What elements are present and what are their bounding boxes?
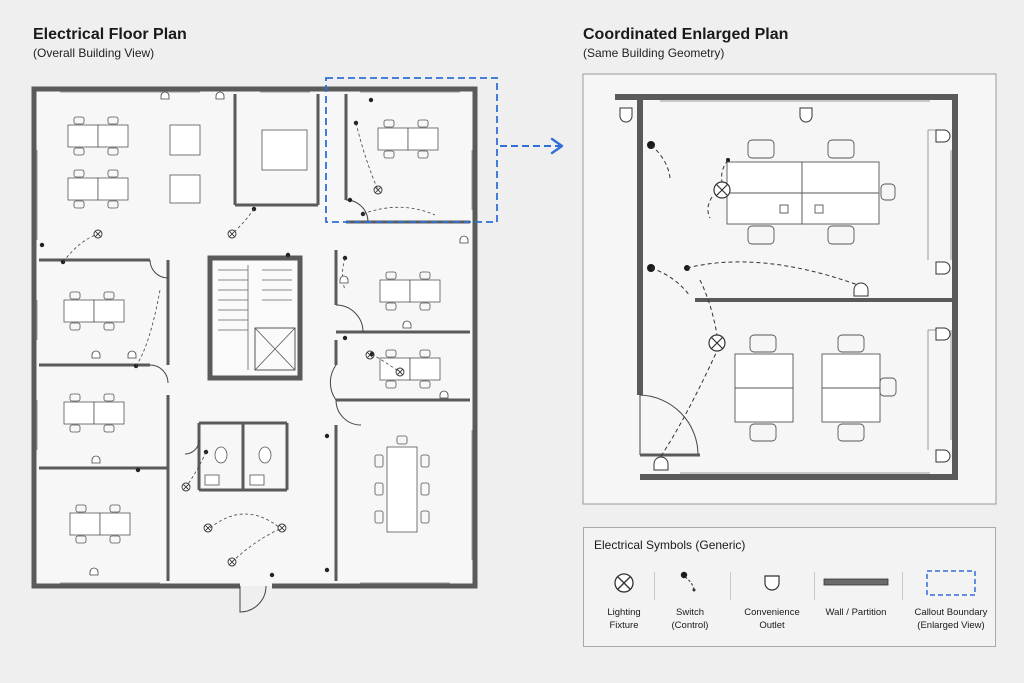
legend-separator — [814, 572, 815, 600]
right-plan-subtitle: (Same Building Geometry) — [583, 46, 725, 60]
wall-partition-icon — [823, 578, 889, 586]
enlarged-lighting-fixtures — [708, 181, 731, 352]
legend-label-convenience-outlet: Convenience Outlet — [744, 607, 800, 631]
callout-arrow-head — [550, 137, 564, 155]
legend-panel: Electrical Symbols (Generic) Lighting Fi… — [583, 527, 996, 647]
enlarged-outlets — [619, 107, 951, 471]
enlarged-windows — [660, 100, 952, 474]
legend-separator — [730, 572, 731, 600]
lighting-fixture-icon — [614, 573, 634, 593]
exterior-wall — [31, 86, 478, 589]
legend-item-convenience-outlet: Convenience Outlet — [732, 566, 812, 642]
enlarged-plan-frame — [582, 73, 997, 505]
stair-core — [207, 255, 303, 381]
legend-label-callout-boundary: Callout Boundary (Enlarged View) — [914, 607, 988, 631]
outlets — [89, 91, 469, 576]
legend-item-lighting-fixture: Lighting Fixture — [584, 566, 664, 642]
windows — [36, 91, 473, 584]
legend-separator — [902, 572, 903, 600]
legend-label-lighting-fixture: Lighting Fixture — [607, 607, 641, 631]
right-plan-title: Coordinated Enlarged Plan — [583, 26, 789, 43]
enlarged-chairs-top — [747, 139, 896, 245]
convenience-outlet-icon — [764, 575, 780, 591]
overall-floor-plan — [31, 77, 564, 613]
enlarged-door-swing — [639, 394, 699, 456]
enlarged-switch-legs — [650, 144, 859, 457]
door-swings — [149, 199, 369, 613]
furniture — [63, 116, 441, 544]
enlarged-desks-bottom — [734, 353, 881, 423]
left-plan-title: Electrical Floor Plan — [33, 26, 187, 43]
enlarged-desks-top — [726, 161, 880, 225]
callout-boundary-icon — [926, 570, 976, 596]
enlarged-walls — [615, 94, 958, 480]
legend-label-switch: Switch (Control) — [671, 607, 709, 631]
left-plan-subtitle: (Overall Building View) — [33, 46, 155, 60]
legend-item-switch: Switch (Control) — [650, 566, 730, 642]
callout-boundary — [325, 77, 498, 223]
enlarged-chairs-bottom — [749, 334, 897, 442]
legend-label-wall-partition: Wall / Partition — [825, 607, 887, 618]
enlarged-plan — [582, 73, 997, 505]
legend-item-callout-boundary: Callout Boundary (Enlarged View) — [908, 566, 994, 642]
switch-legs — [62, 122, 436, 563]
switch-icon — [680, 571, 696, 592]
legend-item-wall-partition: Wall / Partition — [816, 566, 896, 642]
legend-separator — [654, 572, 655, 600]
legend-title: Electrical Symbols (Generic) — [594, 538, 746, 552]
